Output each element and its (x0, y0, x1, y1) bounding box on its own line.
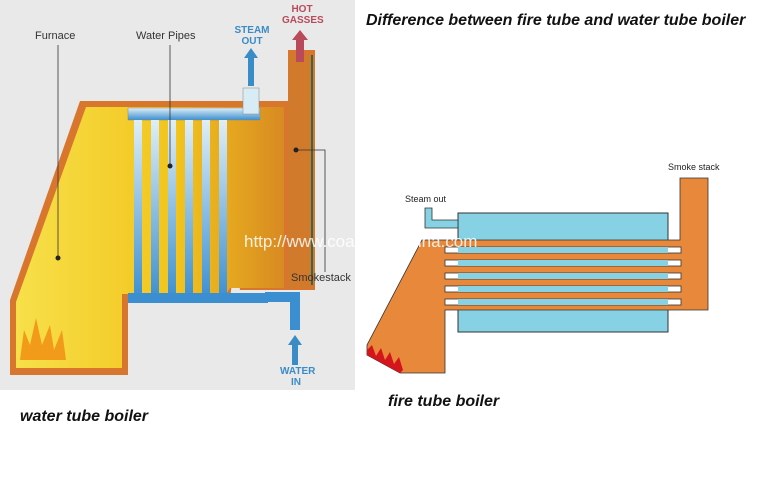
watermark: http://www.coalboilerchina.com (244, 232, 478, 251)
water-pipes (134, 120, 227, 300)
hot-gasses-arrow-icon (292, 30, 308, 62)
water-pipes-label: Water Pipes (136, 30, 196, 42)
smokestack-label: Smokestack (291, 272, 351, 284)
flames-icon (367, 345, 403, 373)
fire-tube-boiler-illustration (366, 177, 709, 374)
steam-out-pipe (424, 207, 459, 229)
water-tube-boiler-illustration (0, 0, 355, 390)
furnace-chamber (16, 107, 284, 368)
lower-drum (128, 293, 268, 303)
flames-icon (20, 318, 66, 360)
water-inlet-pipe (265, 292, 300, 330)
steam-out-label: STEAM OUT (234, 25, 270, 47)
furnace-label: Furnace (35, 30, 76, 42)
smoke-stack-label: Smoke stack (668, 162, 720, 172)
hot-gasses-label: HOT GASSES (282, 4, 324, 26)
water-in-arrow-icon (288, 335, 302, 365)
page-title: Difference between fire tube and water t… (366, 12, 746, 29)
water-in-label: WATER IN (280, 366, 316, 388)
smokestack-channel (288, 56, 310, 288)
steam-out-arrow-icon (244, 48, 258, 86)
steam-out-label: Steam out (405, 194, 447, 204)
fire-tube-caption: fire tube boiler (388, 393, 500, 410)
water-tube-caption: water tube boiler (20, 408, 149, 425)
